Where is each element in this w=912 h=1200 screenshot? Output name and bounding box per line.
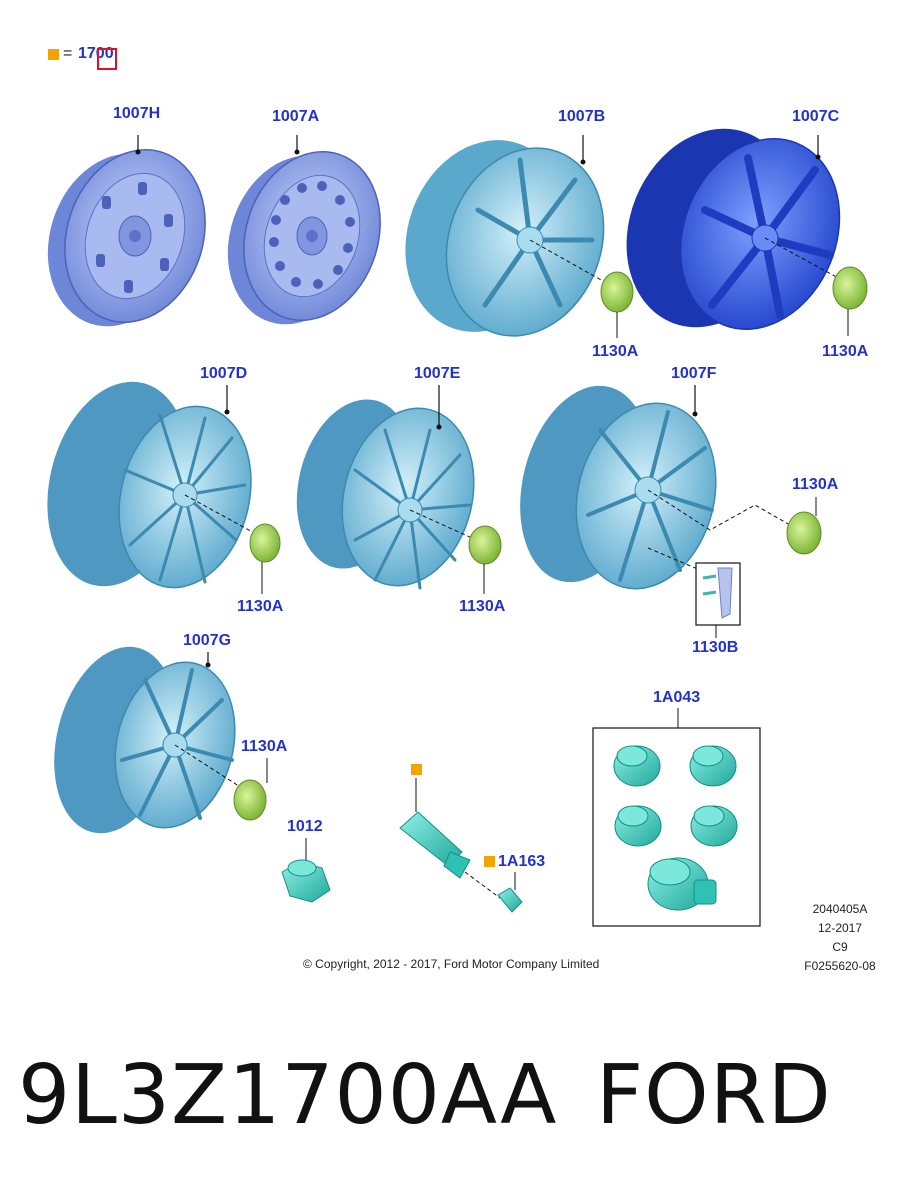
- legend-marker: [48, 49, 59, 60]
- label-cap-D: 1130A: [237, 598, 284, 615]
- wheel-1007H: [47, 135, 206, 327]
- highlight-box: [97, 48, 117, 70]
- label-cap-F: 1130A: [792, 476, 839, 493]
- cap-F: [786, 497, 822, 555]
- label-wheel-1007D: 1007D: [200, 365, 248, 382]
- label-locknuts-1A043: 1A043: [653, 689, 701, 706]
- meta-line-3: C9: [832, 940, 848, 954]
- valve-cap-1A163: [497, 872, 523, 913]
- wheel-1007G: [54, 646, 246, 834]
- label-wheel-1007G: 1007G: [183, 632, 232, 649]
- label-wheel-1007B: 1007B: [558, 108, 606, 125]
- meta-line-1: 2040405A: [812, 902, 868, 916]
- wheel-1007A: [227, 135, 381, 325]
- valve-marker: [411, 764, 422, 775]
- diagram-art: [47, 128, 868, 927]
- cap-D: [249, 523, 281, 594]
- parts-diagram: = 1700: [47, 45, 885, 976]
- label-valve-cap-1A163: 1A163: [498, 853, 546, 870]
- wheel-1007C: [626, 128, 843, 330]
- label-cap-C: 1130A: [822, 343, 869, 360]
- label-wheel-1007C: 1007C: [792, 108, 840, 125]
- wheel-1007E: [296, 385, 475, 590]
- label-cap-G: 1130A: [241, 738, 288, 755]
- label-lug-nut-1012: 1012: [287, 818, 323, 835]
- label-cap-E: 1130A: [459, 598, 506, 615]
- label-sensor-1130B: 1130B: [692, 639, 739, 656]
- valve-cap-marker: [484, 856, 495, 867]
- valve-stem: [399, 778, 501, 899]
- part-number: 9L3Z1700AA: [18, 1048, 558, 1143]
- brand-name: FORD: [596, 1048, 832, 1143]
- locknuts-1A043: [592, 708, 761, 927]
- label-wheel-1007E: 1007E: [414, 365, 461, 382]
- wheel-1007D: [47, 381, 259, 589]
- cap-E: [468, 525, 502, 594]
- illustration-meta: 2040405A 12-2017 C9 F0255620-08: [795, 900, 885, 976]
- legend-equals: =: [63, 45, 73, 62]
- label-wheel-1007H: 1007H: [113, 105, 161, 122]
- copyright-notice: © Copyright, 2012 - 2017, Ford Motor Com…: [303, 957, 600, 971]
- tpms-sensor-1130B: [695, 562, 741, 638]
- label-wheel-1007F: 1007F: [671, 365, 717, 382]
- cap-B: [600, 271, 634, 338]
- meta-line-2: 12-2017: [817, 921, 863, 935]
- cap-G: [233, 758, 268, 821]
- wheel-1007B: [405, 135, 611, 337]
- label-cap-B: 1130A: [592, 343, 639, 360]
- wheel-1007F: [520, 385, 791, 590]
- label-wheel-1007A: 1007A: [272, 108, 320, 125]
- cap-C: [832, 266, 868, 336]
- meta-line-4: F0255620-08: [804, 959, 876, 973]
- lug-nut-1012: [281, 838, 331, 903]
